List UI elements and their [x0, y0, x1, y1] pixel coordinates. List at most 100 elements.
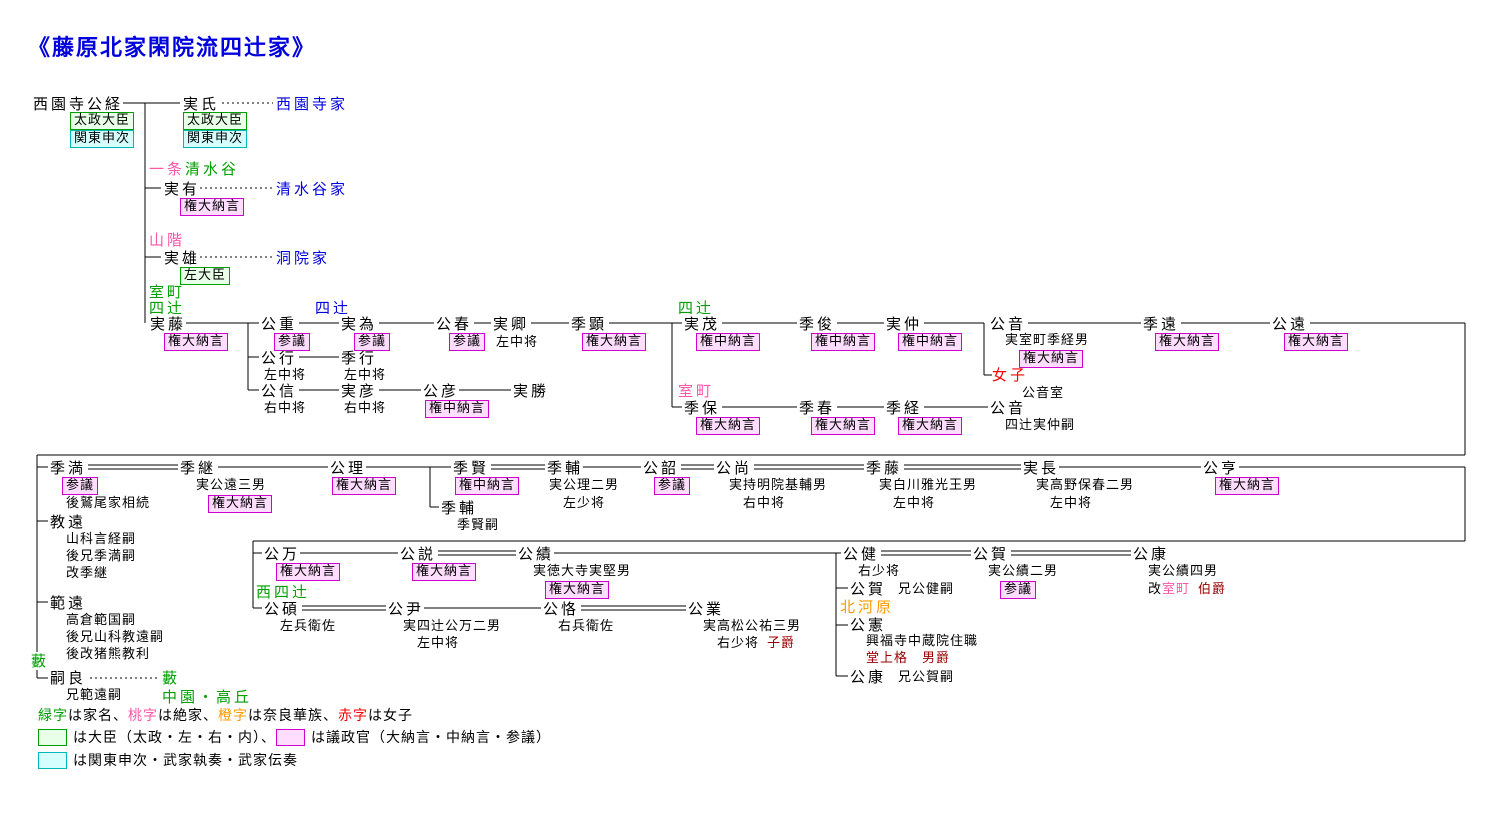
person-kinoto-b: 公音	[990, 399, 1027, 417]
family-link-saionji[interactable]: 西園寺家	[276, 95, 349, 113]
person-sueyasu: 季保	[684, 399, 721, 417]
note-kinyasu-muromachi: 室町	[1162, 582, 1191, 597]
family-link-shimizudani[interactable]: 清水谷家	[276, 180, 349, 198]
legend-orange-text: は奈良華族、	[248, 708, 338, 724]
note-kinnari-rank: 子爵	[767, 636, 796, 651]
legend-pink-text: は絶家、	[158, 708, 218, 724]
note-sanenori: 左中将	[496, 335, 539, 350]
person-sanenori: 実卿	[493, 315, 530, 333]
person-suemitsu: 季満	[50, 459, 87, 477]
tag-muromachi-b: 室町	[678, 382, 715, 400]
person-sanehiko: 実彦	[341, 382, 378, 400]
tag-ichijo: 一条	[149, 160, 186, 178]
note-kinnobu: 右中将	[264, 401, 307, 416]
note-kinnori-1: 興福寺中蔵院住職	[866, 634, 979, 649]
office-sueaki: 権大納言	[582, 333, 647, 351]
person-kinyoshi-b: 公賀	[850, 580, 887, 598]
legend-line-boxes: は大臣（太政・左・右・内）、 は議政官（大納言・中納言・参議）	[38, 727, 551, 747]
tag-yotsutsuji-link[interactable]: 四辻	[315, 299, 352, 317]
note-tsuguyoshi: 兄範遠嗣	[66, 688, 123, 703]
tag-shimizudani: 清水谷	[185, 160, 240, 178]
office-sanetame: 参議	[354, 333, 391, 351]
office-suetoshi: 権中納言	[811, 333, 876, 351]
note-kinisao: 実徳大寺実堅男	[533, 564, 632, 579]
note-kinyasu-2: 改室町伯爵	[1148, 582, 1226, 598]
person-kinhiko: 公彦	[423, 382, 460, 400]
person-kintsugu: 公韶	[643, 459, 680, 477]
note-kinyasu-rank: 伯爵	[1198, 582, 1227, 597]
person-kinnao: 公尚	[716, 459, 753, 477]
note-kinnori-2: 堂上格 男爵	[866, 651, 951, 666]
person-kinyoshi: 公賀	[973, 545, 1010, 563]
person-sanefuji: 実藤	[150, 315, 187, 333]
person-kinnari: 公業	[688, 600, 725, 618]
office-kinshige: 参議	[274, 333, 311, 351]
person-kinyasu: 公康	[1133, 545, 1170, 563]
note-kinnari-usho: 右少将	[717, 636, 760, 651]
person-kinnobu: 公信	[261, 382, 298, 400]
family-link-toin[interactable]: 洞院家	[276, 249, 331, 267]
note-kintada-2: 左中将	[417, 636, 460, 651]
tag-yotsutsuji-c: 四辻	[678, 299, 715, 317]
note-norito-3: 改季継	[66, 566, 109, 581]
legend-giseikan-text: は議政官（大納言・中納言・参議）	[311, 730, 551, 746]
note-sanenaga-1: 実高野保春二男	[1036, 478, 1135, 493]
legend-pink-label: 桃字	[128, 708, 158, 724]
note-kinoto-a: 実室町季経男	[1005, 333, 1090, 348]
office-kinyoshi: 参議	[1000, 581, 1037, 599]
note-noritoo-3: 後改猪熊教利	[66, 647, 151, 662]
person-sueharu: 季春	[799, 399, 836, 417]
person-sueaki: 季顕	[571, 315, 608, 333]
note-norito-1: 山科言経嗣	[66, 532, 137, 547]
legend-kanto-text: は関東申次・武家執奏・武家伝奏	[73, 753, 298, 769]
person-suetoo: 季遠	[1143, 315, 1180, 333]
office-kintsugu: 参議	[654, 477, 691, 495]
legend-orange-label: 橙字	[218, 708, 248, 724]
legend-green-text: は家名、	[68, 708, 128, 724]
note-kinseki: 左兵衛佐	[280, 619, 337, 634]
tag-kitagawara: 北河原	[840, 598, 895, 616]
person-sanearu: 実有	[164, 180, 201, 198]
person-kintsune: 西園寺公経	[33, 95, 124, 113]
note-kintake: 右少将	[858, 564, 901, 579]
person-sanekatsu: 実勝	[513, 382, 550, 400]
note-norito-2: 後兄季満嗣	[66, 549, 137, 564]
note-suesuke-2: 左少将	[563, 496, 606, 511]
family-nakazono-takaoka: 中園・高丘	[162, 688, 253, 706]
legend-kanto-box	[38, 751, 67, 769]
person-kintada: 公尹	[388, 600, 425, 618]
note-kinyuki: 左中将	[264, 368, 307, 383]
note-kinnari-2: 右少将子爵	[717, 636, 795, 652]
office-suetoo: 権大納言	[1155, 333, 1220, 351]
office-suetsugu: 権大納言	[208, 495, 273, 513]
note-kinyasu-b: 兄公賀嗣	[898, 670, 955, 685]
tag-yamashina: 山階	[149, 231, 186, 249]
note-noritoo-1: 高倉範国嗣	[66, 613, 137, 628]
person-suetsune: 季経	[886, 399, 923, 417]
note-kinnao-1: 実持明院基輔男	[729, 478, 828, 493]
office-kintoki: 権大納言	[412, 563, 477, 581]
person-kinmichi: 公理	[330, 459, 367, 477]
office-kintoo: 権大納言	[1284, 333, 1349, 351]
note-kinyoshi: 実公績二男	[988, 564, 1059, 579]
person-kintooru: 公亨	[1203, 459, 1240, 477]
tag-yotsutsuji-a: 四辻	[149, 299, 186, 317]
office-suetsune: 権大納言	[898, 417, 963, 435]
legend-minister-text: は大臣（太政・左・右・内）、	[73, 730, 276, 746]
legend-line-colors: 緑字 は家名、 桃字 は絶家、 橙字 は奈良華族、 赤字 は女子	[38, 705, 413, 725]
tag-nishiyotsutsuji: 西四辻	[256, 583, 311, 601]
note-suemitsu: 後鷲尾家相続	[66, 496, 151, 511]
person-kinseki: 公碩	[264, 600, 301, 618]
office-suemitsu: 参議	[62, 477, 99, 495]
office-sueyasu: 権大納言	[696, 417, 761, 435]
note-suefuji-1: 実白川雅光王男	[879, 478, 978, 493]
person-tsuguyoshi: 嗣良	[50, 669, 87, 687]
office-kinmichi: 権大納言	[332, 477, 397, 495]
office-suekata: 権中納言	[455, 477, 520, 495]
person-kinkata: 公恪	[543, 600, 580, 618]
office-kintsune-2: 関東申次	[70, 130, 135, 148]
person-suefuji: 季藤	[866, 459, 903, 477]
note-kinoto-b: 四辻実仲嗣	[1005, 418, 1076, 433]
office-sanenaka: 権中納言	[898, 333, 963, 351]
